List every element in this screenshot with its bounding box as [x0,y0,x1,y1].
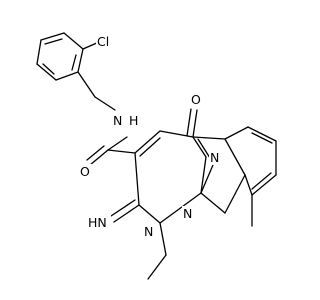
label-bg [87,215,111,230]
bond [110,199,136,217]
bond [224,138,246,176]
amide-nitrogen-label: N [113,113,122,128]
atom-labels: Cl N H O O N HN N N [79,34,223,239]
bond [251,132,273,144]
bond [134,152,140,206]
bond [192,136,207,158]
amide-oxygen-label: O [80,164,90,179]
bond [147,254,167,280]
bond [55,71,79,81]
label-bg [143,224,157,239]
bond [36,39,42,65]
bond [77,71,96,98]
bond [224,126,249,140]
bond [40,32,65,41]
bond [200,156,207,194]
bond [159,222,167,256]
bond [200,192,226,214]
bond [186,108,192,137]
bond [192,136,226,140]
bond [71,54,77,71]
bond [224,174,246,214]
bond [44,38,63,45]
imine-nh-label: HN [88,215,107,230]
bond [86,145,105,161]
bond [89,149,109,166]
bonds [36,32,277,280]
bond [113,204,140,223]
ketone-oxygen-label: O [191,92,201,107]
label-bg [128,113,142,128]
label-bg [112,113,126,128]
bond [244,174,253,196]
bond [200,164,214,194]
bond [134,130,161,154]
bond [42,63,55,75]
label-bg [190,92,205,107]
bond [107,136,128,151]
bond [139,137,161,157]
bond [77,48,84,73]
bond [94,96,116,111]
molecule-structure: Cl N H O O N HN N N [36,32,277,280]
pyrimidine-nitrogen-label: N [183,206,192,221]
bridge-nitrogen-label: N [210,150,219,165]
chlorine-atom-label: Cl [97,34,109,49]
label-bg [96,34,120,50]
bond [197,138,211,159]
amide-hydrogen-label: H [129,113,138,128]
bond [251,172,272,190]
bond [159,192,202,224]
label-bg [79,164,94,179]
bond [107,149,136,154]
bond [251,174,277,196]
bond [247,126,277,142]
bond [138,204,161,224]
label-bg [182,206,196,221]
ethyl-nitrogen-label: N [144,224,153,239]
bond [36,63,57,81]
bond [63,32,84,50]
label-bg [209,150,223,165]
bond [192,109,198,138]
structure-canvas: Cl N H O O N HN N N [36,32,277,280]
